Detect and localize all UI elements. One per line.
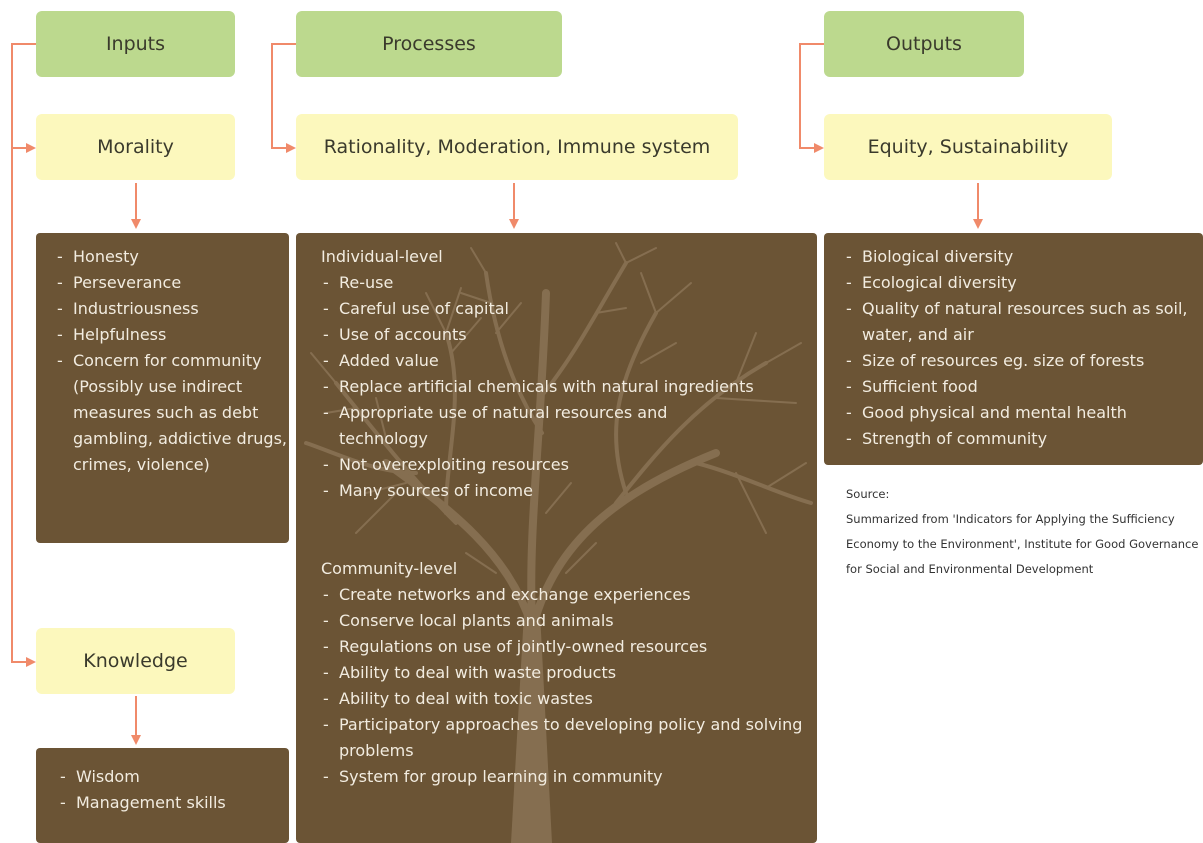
knowledge-list: Wisdom Management skills [58,764,289,816]
inputs-connector [11,43,36,667]
list-item: Ability to deal with waste products [321,660,817,686]
list-item: Biological diversity [844,244,1203,270]
list-item: Industriousness [55,296,289,322]
processes-list-box: Individual-level Re-use Careful use of c… [296,233,817,843]
list-item: Management skills [58,790,289,816]
source-label: Source: [846,487,890,501]
list-item: Re-use [321,270,817,296]
processes-title: Rationality, Moderation, Immune system [323,136,711,158]
knowledge-list-box: Wisdom Management skills [36,748,289,843]
list-item: Size of resources eg. size of forests [844,348,1203,374]
inputs-header-label: Inputs [105,33,166,55]
processes-text: Individual-level Re-use Careful use of c… [321,244,817,790]
list-item: Appropriate use of natural resources and… [321,400,759,452]
processes-title-box: Rationality, Moderation, Immune system [296,114,738,180]
morality-box: Morality [36,114,235,180]
list-item: Added value [321,348,817,374]
source-text: Summarized from 'Indicators for Applying… [846,512,1199,576]
processes-header: Processes [296,11,562,77]
list-item: Ecological diversity [844,270,1203,296]
community-level-list: Create networks and exchange experiences… [321,582,817,790]
list-item: Honesty [55,244,289,270]
list-item: Good physical and mental health [844,400,1203,426]
outputs-title-box: Equity, Sustainability [824,114,1112,180]
list-item: Concern for community (Possibly use indi… [55,348,287,478]
individual-level-list: Re-use Careful use of capital Use of acc… [321,270,817,504]
list-item: Use of accounts [321,322,817,348]
morality-title: Morality [97,136,174,158]
outputs-header: Outputs [824,11,1024,77]
knowledge-box: Knowledge [36,628,235,694]
outputs-list-box: Biological diversity Ecological diversit… [824,233,1203,465]
processes-header-label: Processes [382,33,476,55]
list-item: Regulations on use of jointly-owned reso… [321,634,817,660]
outputs-list: Biological diversity Ecological diversit… [844,244,1203,452]
list-item: Wisdom [58,764,289,790]
list-item: Quality of natural resources such as soi… [844,296,1192,348]
list-item: Careful use of capital [321,296,817,322]
list-item: Conserve local plants and animals [321,608,817,634]
morality-list-box: Honesty Perseverance Industriousness Hel… [36,233,289,543]
list-item: Perseverance [55,270,289,296]
source-note: Source: Summarized from 'Indicators for … [846,482,1200,582]
outputs-header-label: Outputs [886,33,962,55]
outputs-connector [799,43,824,153]
list-item: System for group learning in community [321,764,817,790]
list-item: Strength of community [844,426,1203,452]
processes-connector [271,43,296,153]
list-item: Not overexploiting resources [321,452,817,478]
knowledge-title: Knowledge [83,650,188,672]
individual-level-label: Individual-level [321,247,443,266]
list-item: Ability to deal with toxic wastes [321,686,817,712]
morality-list: Honesty Perseverance Industriousness Hel… [55,244,289,478]
list-item: Many sources of income [321,478,817,504]
inputs-header: Inputs [36,11,235,77]
list-item: Create networks and exchange experiences [321,582,817,608]
list-item: Replace artificial chemicals with natura… [321,374,817,400]
list-item: Helpfulness [55,322,289,348]
list-item: Sufficient food [844,374,1203,400]
community-level-label: Community-level [321,559,458,578]
outputs-title: Equity, Sustainability [867,136,1069,158]
list-item: Participatory approaches to developing p… [321,712,817,764]
